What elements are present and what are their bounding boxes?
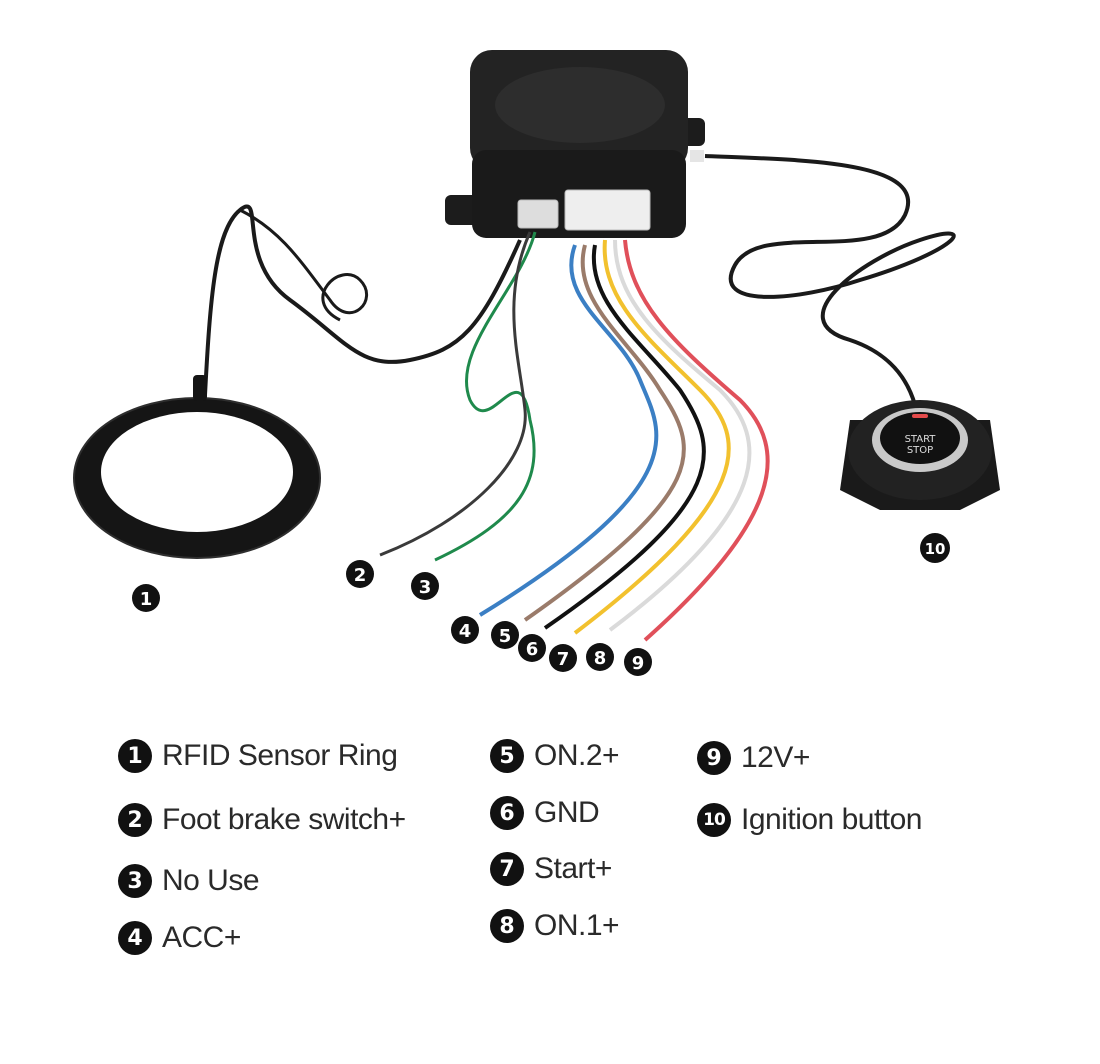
wire-acc	[478, 244, 659, 617]
callout-1: 1	[132, 584, 160, 612]
legend-badge: 9	[697, 741, 731, 775]
legend-label: Start+	[534, 852, 612, 885]
legend-badge: 8	[490, 909, 524, 943]
legend-badge: 3	[118, 864, 152, 898]
legend-label: Foot brake switch+	[162, 803, 406, 836]
legend-item-gnd: 6 GND	[490, 793, 600, 833]
callout-10: 10	[920, 533, 950, 563]
legend-item-12v: 9 12V+	[697, 738, 810, 778]
wire-12v	[623, 239, 770, 642]
callout-3: 3	[411, 572, 439, 600]
wire-gnd	[543, 244, 706, 630]
callout-1-label: 1	[140, 589, 153, 610]
legend-item-rfid-sensor-ring: 1 RFID Sensor Ring	[118, 736, 398, 776]
callout-3-label: 3	[419, 577, 432, 598]
button-face-line1: START	[905, 434, 937, 445]
callout-7-label: 7	[557, 649, 570, 670]
legend-badge: 6	[490, 796, 524, 830]
legend-label: ON.1+	[534, 909, 620, 942]
rfid-sensor-ring	[73, 375, 321, 559]
legend-badge: 10	[697, 803, 731, 837]
wire-on1	[608, 239, 752, 632]
legend-label: ACC+	[162, 921, 241, 954]
callout-5: 5	[491, 621, 519, 649]
callout-10-label: 10	[925, 540, 946, 558]
callout-7: 7	[549, 644, 577, 672]
legend-badge: 1	[118, 739, 152, 773]
wire-on2	[523, 244, 686, 622]
callout-8: 8	[586, 643, 614, 671]
callout-2-label: 2	[354, 565, 367, 586]
legend-label: GND	[534, 796, 600, 829]
legend-item-no-use: 3 No Use	[118, 861, 260, 901]
wire-no-use	[434, 231, 537, 562]
callout-5-label: 5	[499, 626, 512, 647]
legend-badge: 2	[118, 803, 152, 837]
control-module	[445, 50, 705, 238]
legend-badge: 4	[118, 921, 152, 955]
ignition-button: START STOP	[840, 400, 1000, 510]
legend-item-start: 7 Start+	[490, 849, 612, 889]
wire-foot-brake	[379, 231, 532, 557]
callout-9: 9	[624, 648, 652, 676]
legend-label: 12V+	[741, 741, 810, 774]
legend-label: No Use	[162, 864, 260, 897]
callout-2: 2	[346, 560, 374, 588]
callout-8-label: 8	[594, 648, 607, 669]
legend-item-foot-brake-switch: 2 Foot brake switch+	[118, 800, 406, 840]
legend-badge: 5	[490, 739, 524, 773]
legend-label: RFID Sensor Ring	[162, 739, 398, 772]
button-face-line2: STOP	[907, 445, 933, 456]
callout-6-label: 6	[526, 639, 539, 660]
legend-item-on2: 5 ON.2+	[490, 736, 620, 776]
legend-badge: 7	[490, 852, 524, 886]
callout-9-label: 9	[632, 653, 645, 674]
callout-4-label: 4	[459, 621, 472, 642]
legend-label: Ignition button	[741, 803, 922, 836]
legend-item-on1: 8 ON.1+	[490, 906, 620, 946]
callout-4: 4	[451, 616, 479, 644]
rfid-cable	[203, 204, 522, 396]
legend-item-acc: 4 ACC+	[118, 918, 241, 958]
callout-6: 6	[518, 634, 546, 662]
wire-start	[573, 239, 731, 635]
ignition-cable	[704, 154, 956, 406]
legend-item-ignition-button: 10 Ignition button	[697, 800, 922, 840]
legend-label: ON.2+	[534, 739, 620, 772]
rfid-cable-coil	[239, 208, 368, 322]
